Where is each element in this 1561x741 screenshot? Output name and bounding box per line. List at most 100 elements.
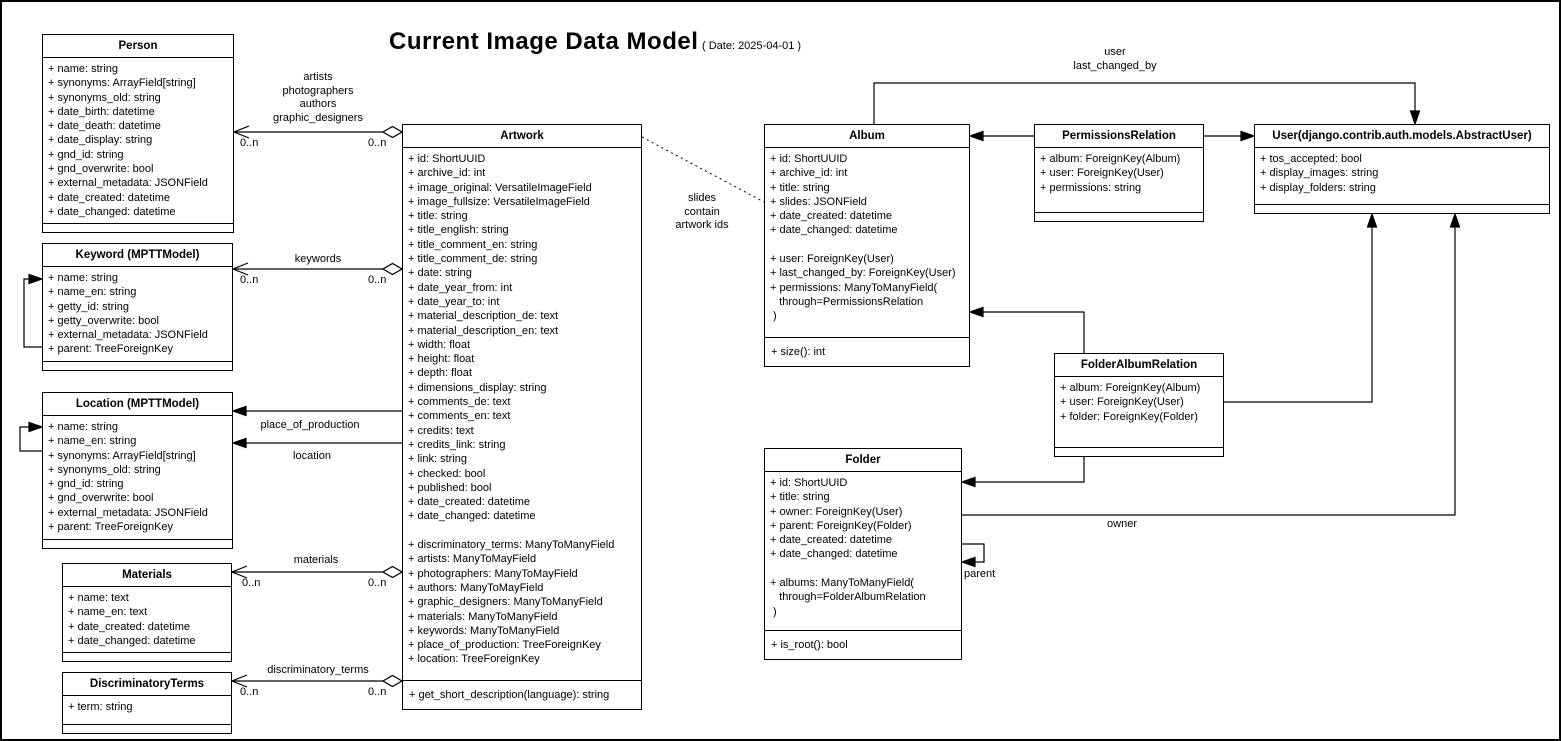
class-title: DiscriminatoryTerms — [63, 673, 231, 696]
text-row: + graphic_designers: ManyToManyField — [408, 596, 603, 609]
text-row: + image_original: VersatileImageField — [408, 181, 592, 194]
class-box-materials: Materials + name: text+ name_en: text+ d… — [62, 563, 232, 663]
text-row — [408, 524, 635, 538]
text-row: + date_created: datetime — [48, 191, 170, 204]
class-title: Keyword (MPTTModel) — [43, 244, 232, 267]
class-box-permissions-relation: PermissionsRelation + album: ForeignKey(… — [1034, 124, 1204, 222]
text-row: + synonyms: ArrayField[string] — [48, 449, 196, 462]
text-row: + published: bool — [408, 481, 492, 494]
class-attributes: + term: string — [63, 696, 231, 724]
class-attributes: + id: ShortUUID+ archive_id: int+ image_… — [403, 148, 641, 680]
text-row: + date_created: datetime — [408, 496, 530, 509]
text-row: + image_fullsize: VersatileImageField — [408, 195, 590, 208]
text-row: slides — [687, 192, 717, 204]
text-row: + materials: ManyToManyField — [408, 610, 558, 623]
multiplicity-artwork-end: 0..n — [368, 137, 387, 149]
text-row: + title_english: string — [408, 224, 509, 237]
relation-label-owner: owner — [1107, 518, 1137, 530]
text-row — [770, 238, 963, 252]
text-row: + size(): int — [771, 345, 826, 358]
text-row: + keywords: ManyToManyField — [408, 624, 560, 637]
text-row: + gnd_overwrite: bool — [48, 492, 154, 505]
relation-label-keywords: keywords — [294, 253, 342, 265]
page-date-note: ( Date: 2025-04-01 ) — [702, 40, 802, 52]
connector-location-parent-loop — [19, 421, 44, 452]
class-attributes: + id: ShortUUID+ title: string+ owner: F… — [765, 472, 961, 630]
class-methods — [43, 360, 232, 370]
class-title: Artwork — [403, 125, 641, 148]
connector-folderalbumrelation-album — [968, 306, 1085, 353]
text-row: + title: string — [408, 210, 468, 223]
text-row: + id: ShortUUID — [770, 153, 848, 165]
text-row: contain — [684, 205, 720, 218]
text-row: + name: text — [68, 592, 129, 604]
text-row: + owner: ForeignKey(User) — [770, 505, 903, 518]
text-row: + name: string — [48, 63, 119, 75]
class-methods: + size(): int — [765, 336, 969, 366]
text-row: last_changed_by — [1073, 59, 1157, 72]
connector-folderalbumrelation-user — [1224, 212, 1378, 403]
class-box-artwork: Artwork + id: ShortUUID+ archive_id: int… — [402, 124, 642, 710]
text-row: + synonyms: ArrayField[string] — [48, 77, 196, 90]
class-box-folder: Folder + id: ShortUUID+ title: string+ o… — [764, 448, 962, 660]
class-box-user: User(django.contrib.auth.models.Abstract… — [1254, 124, 1550, 214]
text-row: + date_changed: datetime — [68, 634, 196, 647]
class-attributes: + name: string+ name_en: string+ synonym… — [43, 416, 232, 539]
relation-label-place-of-production: place_of_production — [260, 419, 360, 431]
class-methods: + is_root(): bool — [765, 629, 961, 659]
text-row: + external_metadata: JSONField — [48, 506, 208, 519]
text-row: artwork ids — [675, 219, 729, 231]
connector-keyword-parent-loop — [23, 273, 44, 348]
text-row: + width: float — [408, 338, 471, 351]
text-row: + albums: ManyToManyField( — [770, 577, 914, 590]
text-row: + date: string — [408, 267, 472, 280]
text-row: + term: string — [68, 701, 133, 713]
text-row: + material_description_de: text — [408, 310, 559, 323]
text-row: + synonyms_old: string — [48, 463, 161, 476]
class-attributes: + tos_accepted: bool+ display_images: st… — [1255, 148, 1549, 204]
text-row: + depth: float — [408, 367, 472, 380]
text-row: + user: ForeignKey(User) — [1060, 396, 1184, 409]
multiplicity-artwork-end: 0..n — [368, 274, 387, 286]
class-attributes: + name: string + synonyms: ArrayField[str… — [43, 58, 233, 223]
text-row: through=FolderAlbumRelation — [770, 591, 926, 604]
relation-label-materials: materials — [293, 554, 339, 566]
class-methods — [1055, 447, 1223, 456]
text-row: + get_short_description(language): strin… — [409, 688, 610, 701]
text-row: + permissions: string — [1040, 181, 1142, 194]
text-row: + date_birth: datetime — [48, 105, 155, 118]
multiplicity-person-end: 0..n — [240, 137, 259, 149]
text-row: + synonyms_old: string — [48, 91, 161, 104]
relation-label-location: location — [293, 450, 331, 462]
text-row: + comments_de: text — [408, 396, 511, 409]
text-row: + parent: TreeForeignKey — [48, 343, 174, 356]
text-row: + last_changed_by: ForeignKey(User) — [770, 267, 956, 280]
text-row: + artists: ManyToMayField — [408, 553, 537, 566]
connector-album-user — [873, 82, 1421, 126]
text-row: + date_changed: datetime — [48, 205, 176, 218]
text-row: + name: string — [48, 421, 119, 433]
text-row: + material_description_en: text — [408, 324, 559, 337]
class-title: PermissionsRelation — [1035, 125, 1203, 148]
text-row: + place_of_production: TreeForeignKey — [408, 639, 601, 652]
class-methods — [63, 652, 231, 661]
text-row: + dimensions_display: string — [408, 381, 547, 394]
text-row: + gnd_id: string — [48, 478, 124, 491]
text-row: + title: string — [770, 491, 830, 504]
class-box-location: Location (MPTTModel) + name: string+ nam… — [42, 392, 233, 549]
connector-folder-parent-loop — [960, 543, 985, 568]
class-title: Folder — [765, 449, 961, 472]
text-row: ) — [770, 605, 777, 618]
connector-artwork-place-of-production — [231, 405, 402, 417]
connector-artwork-location — [231, 437, 402, 449]
text-row: + is_root(): bool — [771, 638, 848, 651]
connector-folderalbumrelation-folder — [960, 457, 1085, 488]
text-row: + date_changed: datetime — [770, 224, 898, 237]
relation-label-parent: parent — [964, 568, 996, 580]
text-row: through=PermissionsRelation — [770, 295, 924, 308]
text-row: + authors: ManyToMayField — [408, 581, 544, 594]
